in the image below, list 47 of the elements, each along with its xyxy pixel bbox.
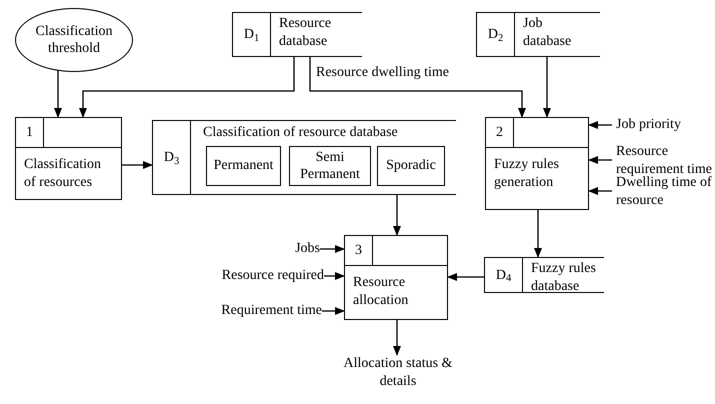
arrow (322, 307, 345, 315)
arrow (588, 156, 612, 164)
data-store (232, 12, 362, 57)
arrow (320, 245, 345, 253)
process-name: Fuzzy rules generation (493, 156, 560, 191)
data-store (484, 257, 604, 293)
store-id: D$_{1}$ (233, 13, 271, 56)
arrow (534, 210, 542, 258)
process-box (485, 117, 589, 210)
terminator-ellipse: Classification threshold (15, 8, 133, 72)
category-box: Semi Permanent (289, 146, 371, 186)
arrow (309, 57, 526, 118)
arrow (79, 57, 295, 118)
store-name: Fuzzy rules database (530, 260, 597, 292)
process-name: Resource allocation (352, 274, 410, 309)
arrow (588, 187, 612, 195)
process-name: Classification of resources (23, 156, 102, 191)
arrow (393, 195, 401, 236)
category-box: Sporadic (377, 146, 445, 186)
data-store (152, 120, 456, 195)
arrow (447, 273, 484, 281)
flow-label: Resource requirement time (612, 143, 714, 177)
arrow (54, 70, 62, 118)
process-number: 1 (16, 118, 44, 147)
arrow (324, 272, 345, 280)
store-name: Resource database (278, 15, 332, 50)
edge-label: Resource dwelling time (316, 64, 449, 82)
flow-label: Requirement time (208, 302, 322, 320)
arrow (543, 57, 551, 118)
process-number: 2 (486, 118, 514, 147)
process-box (344, 235, 448, 320)
store-id: D$_{3}$ (153, 121, 191, 194)
arrow (122, 161, 153, 169)
store-name: Job database (522, 15, 572, 50)
process-box (15, 117, 122, 200)
store-id: D$_{2}$ (477, 13, 515, 56)
store-name: Classification of resource database (203, 124, 398, 142)
flow-label: Resource required (204, 267, 324, 285)
category-box: Permanent (206, 146, 281, 186)
flow-label: Job priority (612, 116, 702, 134)
flow-label: Allocation status & details (336, 355, 460, 391)
process-number: 3 (345, 236, 373, 265)
data-store (476, 12, 600, 57)
arrow (393, 320, 401, 356)
flow-label: Jobs (284, 240, 320, 258)
arrow (588, 121, 612, 129)
store-id: D$_{4}$ (485, 258, 523, 292)
